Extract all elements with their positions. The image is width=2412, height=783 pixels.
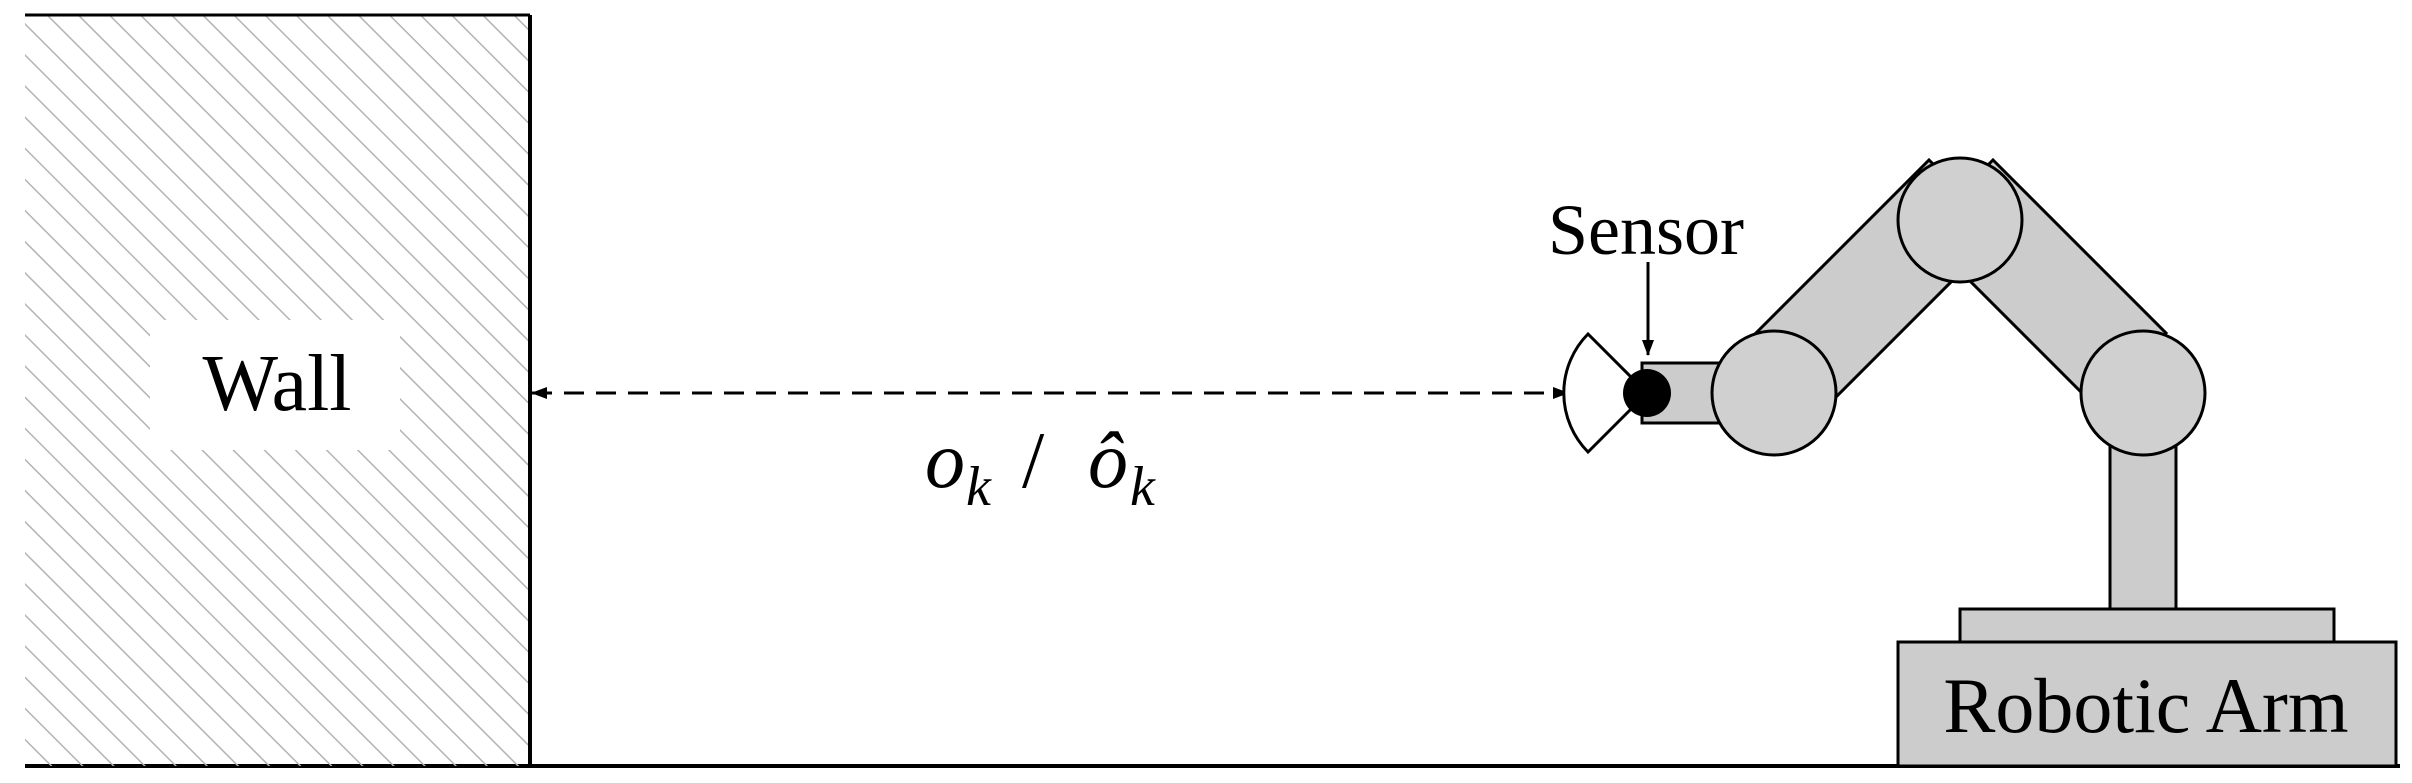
- wall: Wall: [25, 13, 532, 766]
- robotic-arm-label: Robotic Arm: [1943, 662, 2348, 749]
- arm-base-plate: [1958, 607, 2336, 644]
- distance-estimate-symbol: ô: [1088, 417, 1128, 505]
- arm-base: [1896, 640, 2398, 768]
- arm-joint-top: [1896, 156, 2024, 284]
- distance-separator: /: [1022, 417, 1045, 505]
- sensor-cone: [1562, 331, 1650, 455]
- distance-subscript: k: [966, 456, 992, 518]
- sensor-dot: [1623, 369, 1671, 417]
- wall-label: Wall: [202, 340, 351, 428]
- sensor-label: Sensor: [1548, 190, 1744, 270]
- distance-estimate-subscript: k: [1130, 456, 1156, 518]
- distance-label: o k / ô k: [925, 417, 1156, 518]
- arm-joint-wrist: [1710, 329, 1838, 457]
- sensor: [1562, 331, 1671, 455]
- robotic-arm: Robotic Arm: [1640, 156, 2398, 768]
- wall-label-background: [150, 320, 400, 450]
- arm-joint-right: [2079, 329, 2207, 457]
- distance-symbol: o: [925, 417, 965, 505]
